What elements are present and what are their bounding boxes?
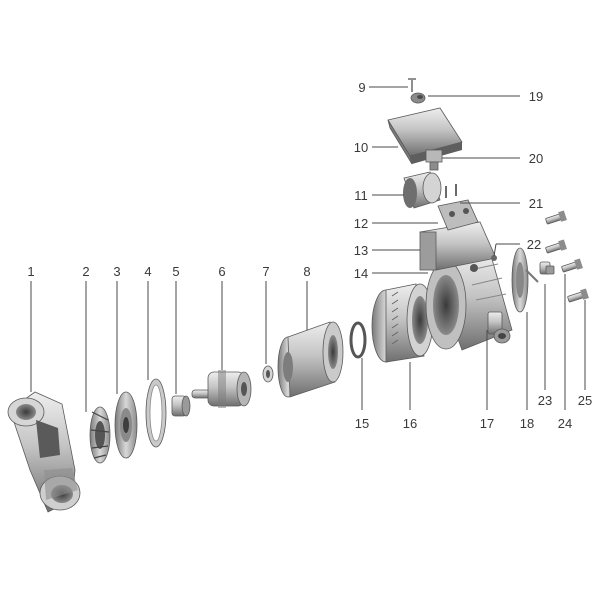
- part-19-cap: [410, 92, 426, 104]
- part-1-pump-casing: [7, 391, 81, 513]
- callout-labels: 1 2 3 4 5 6 7 8 9 10 11 12 13 14 15 16 1…: [27, 80, 592, 431]
- callout-5: 5: [172, 264, 179, 279]
- callout-18: 18: [520, 416, 534, 431]
- callout-19: 19: [529, 89, 543, 104]
- leader-22-drop: [493, 243, 497, 257]
- part-22-screw: [491, 255, 497, 261]
- part-21-terminal-pins: [445, 184, 457, 198]
- part-25-bolts: [545, 210, 589, 303]
- callout-11: 11: [354, 188, 368, 203]
- part-23-pin: [525, 269, 539, 283]
- callout-9: 9: [358, 80, 365, 95]
- part-11-capacitor: [403, 171, 442, 209]
- part-10-box-lid: [387, 107, 463, 165]
- callout-2: 2: [82, 264, 89, 279]
- callout-16: 16: [403, 416, 417, 431]
- callout-10: 10: [354, 140, 368, 155]
- callout-15: 15: [355, 416, 369, 431]
- callout-3: 3: [113, 264, 120, 279]
- part-18-end-cover: [511, 247, 529, 313]
- part-17-fitting: [487, 311, 511, 344]
- leader-lines: [30, 86, 586, 412]
- part-12-terminal-plate: [437, 199, 479, 231]
- callout-6: 6: [218, 264, 225, 279]
- part-13-terminal-box: [419, 221, 497, 272]
- callout-20: 20: [529, 151, 543, 166]
- part-7-washer: [262, 365, 274, 383]
- callout-13: 13: [354, 243, 368, 258]
- callout-8: 8: [303, 264, 310, 279]
- callout-14: 14: [354, 266, 368, 281]
- part-16-bearing-housing: [371, 283, 434, 363]
- part-15-o-ring: [349, 321, 367, 359]
- part-8-adapter-bracket: [277, 321, 344, 398]
- callout-25: 25: [578, 393, 592, 408]
- callout-7: 7: [262, 264, 269, 279]
- callout-17: 17: [480, 416, 494, 431]
- part-9-screw: [408, 78, 416, 92]
- callout-22: 22: [527, 237, 541, 252]
- callout-4: 4: [144, 264, 151, 279]
- part-3-wear-plate: [114, 391, 138, 459]
- part-2-impeller: [89, 406, 111, 464]
- callout-12: 12: [354, 216, 368, 231]
- part-4-gasket: [145, 378, 167, 448]
- callout-21: 21: [529, 196, 543, 211]
- callout-24: 24: [558, 416, 572, 431]
- callout-1: 1: [27, 264, 34, 279]
- part-6-shaft-seal: [191, 370, 252, 408]
- callout-23: 23: [538, 393, 552, 408]
- part-5-seal-ring: [171, 395, 191, 417]
- part-20-cable-gland: [425, 149, 443, 171]
- part-24-nut: [539, 261, 555, 275]
